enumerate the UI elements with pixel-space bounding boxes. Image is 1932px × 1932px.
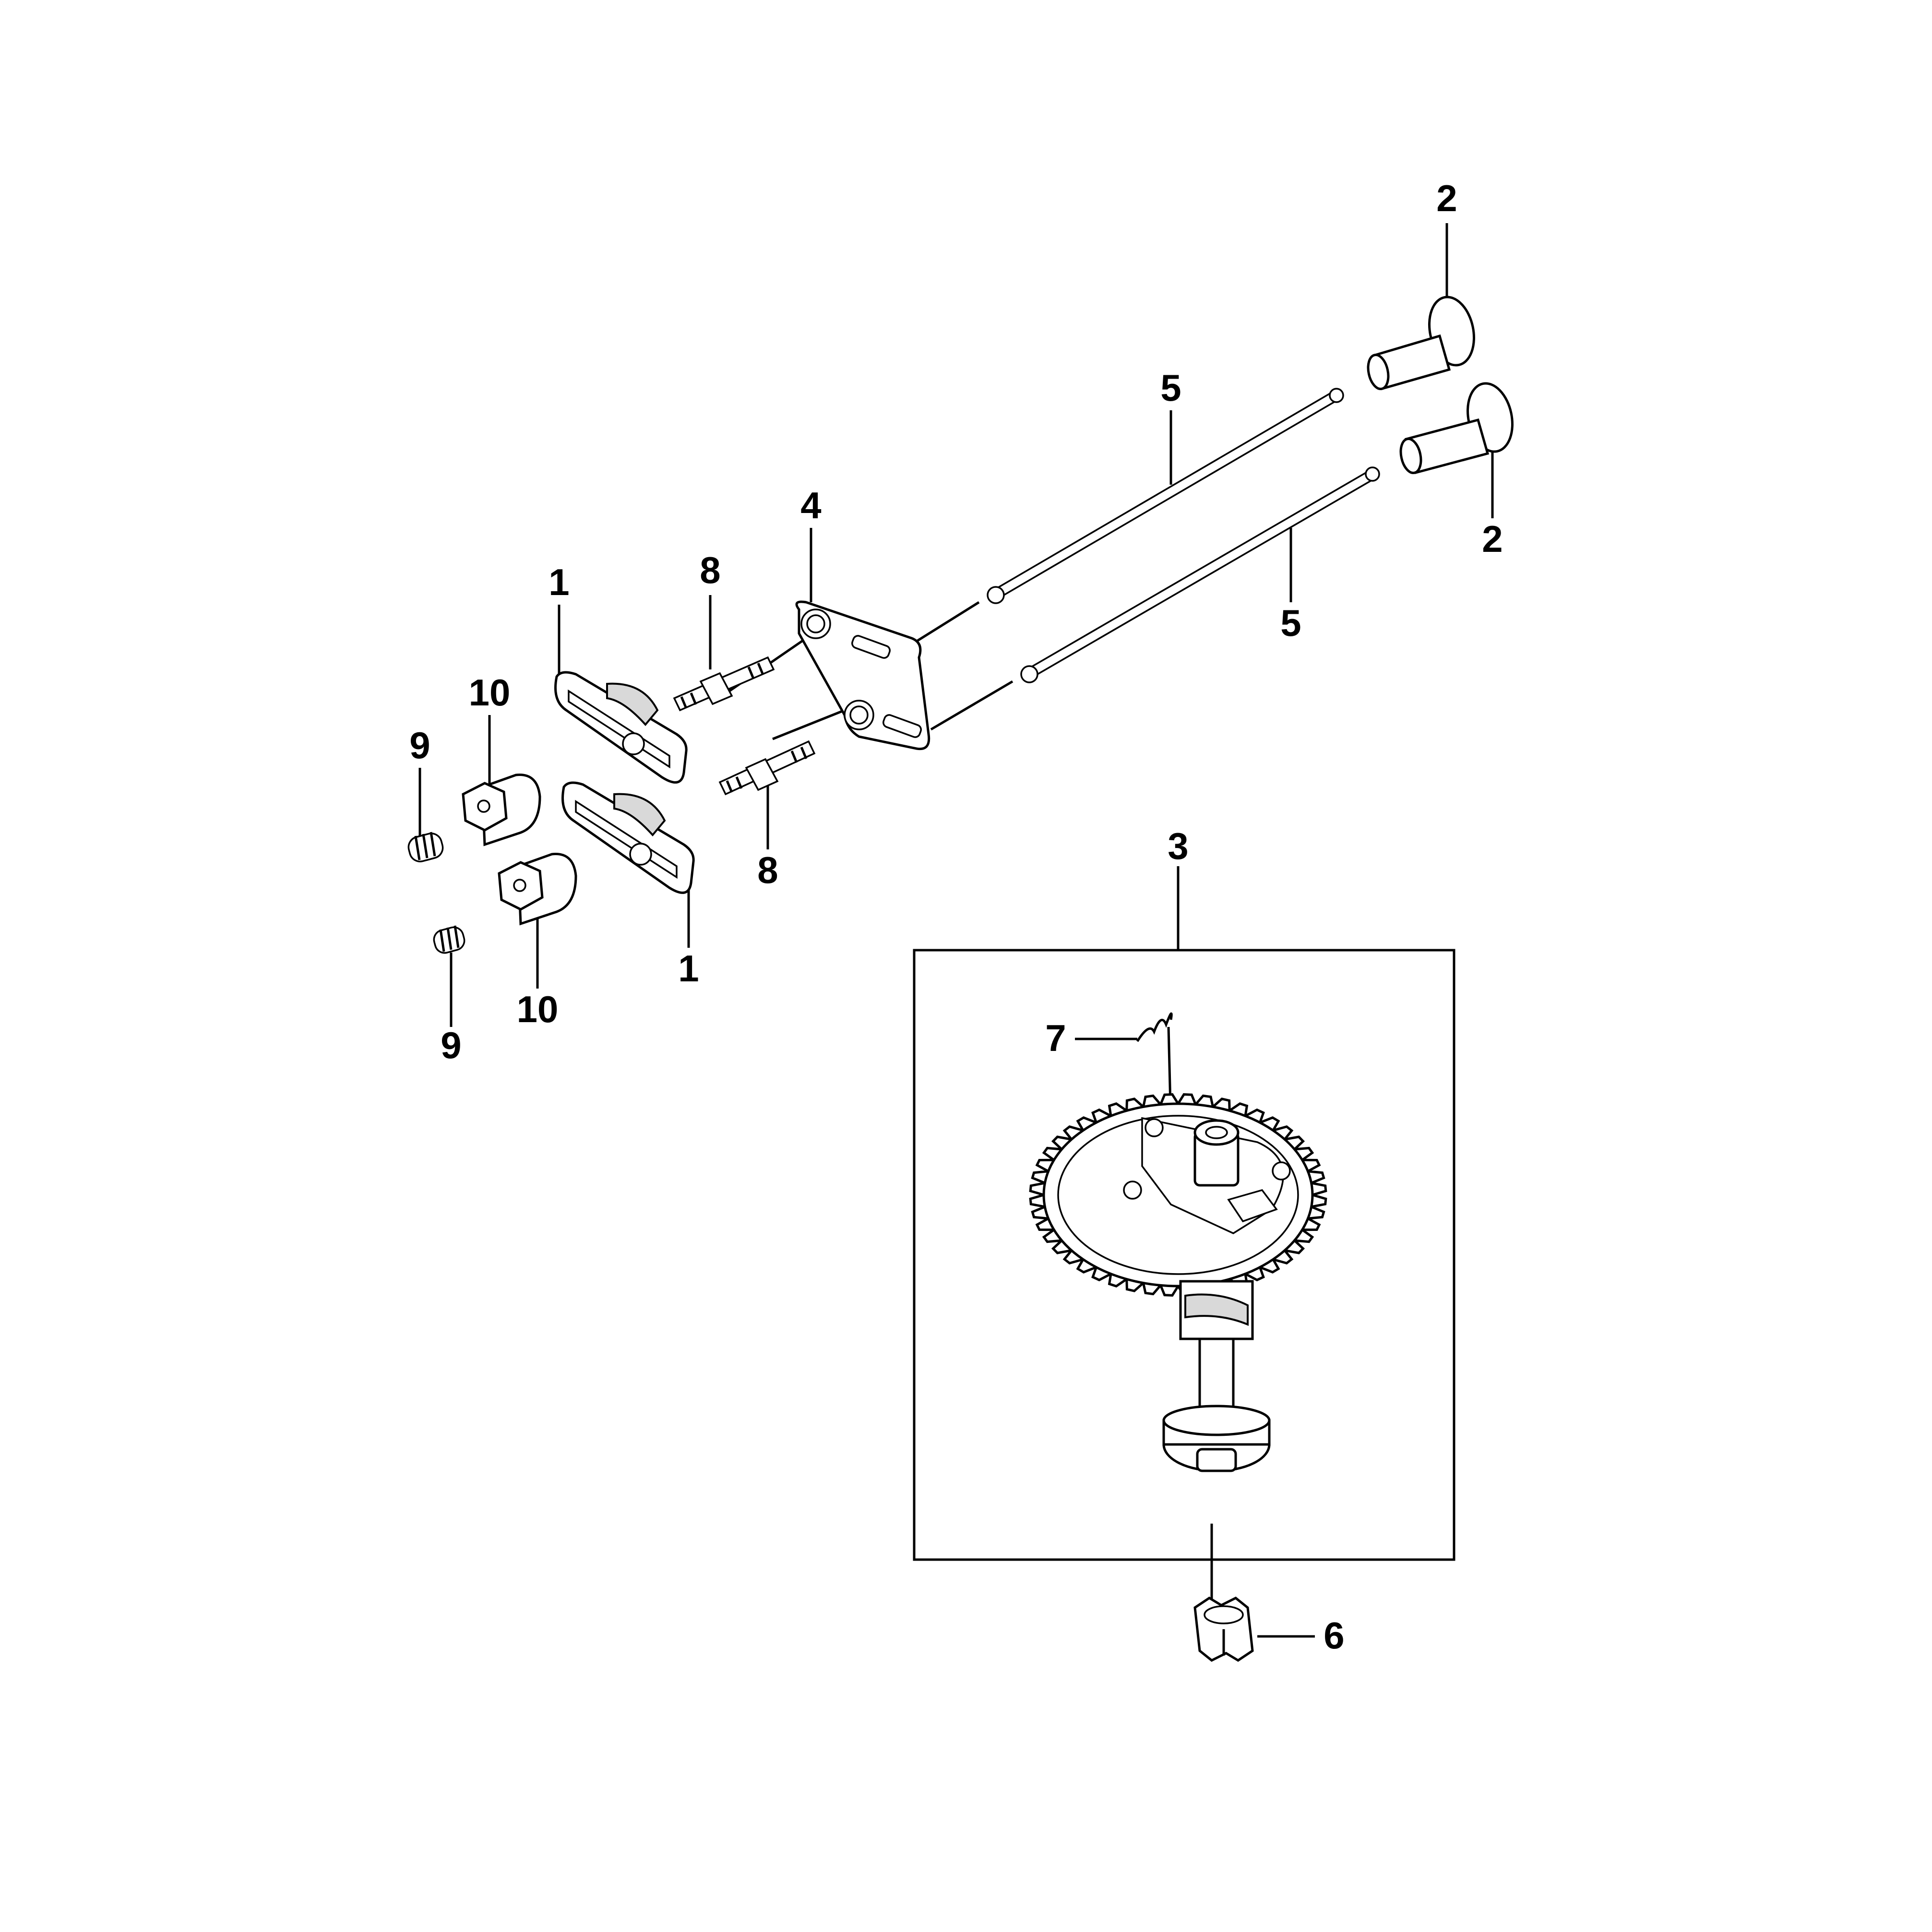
part-8-lower-stud bbox=[718, 740, 816, 796]
part-10-lower-cap-nut bbox=[498, 853, 577, 926]
part-1-lower-rocker-arm bbox=[561, 781, 695, 894]
part-2-upper-tappet bbox=[1367, 296, 1475, 391]
callout-6: 6 bbox=[1324, 1614, 1344, 1657]
callout-9-lower: 9 bbox=[441, 1024, 461, 1066]
callout-8-upper: 8 bbox=[700, 549, 720, 591]
leader-lines bbox=[418, 223, 1494, 1638]
callout-labels: 1 1 2 2 3 4 5 5 6 7 8 8 9 9 10 10 bbox=[409, 177, 1503, 1657]
part-5-upper-push-rod bbox=[987, 388, 1344, 604]
assembly-3-box bbox=[913, 949, 1455, 1561]
callout-7: 7 bbox=[1045, 1017, 1066, 1059]
part-3-camshaft-gear bbox=[1029, 1093, 1327, 1472]
part-10-upper-cap-nut bbox=[462, 774, 541, 847]
part-9-lower-set-screw bbox=[433, 925, 465, 954]
callout-8-lower: 8 bbox=[757, 849, 778, 891]
callout-2-upper: 2 bbox=[1436, 177, 1457, 219]
callout-2-lower: 2 bbox=[1482, 518, 1503, 560]
part-9-upper-set-screw bbox=[407, 832, 444, 862]
part-5-lower-push-rod bbox=[1020, 466, 1380, 683]
callout-1-lower: 1 bbox=[678, 947, 699, 990]
part-6-bushing bbox=[1193, 1597, 1254, 1662]
callout-10-upper: 10 bbox=[469, 671, 511, 714]
callout-10-lower: 10 bbox=[517, 988, 559, 1030]
callout-3: 3 bbox=[1168, 825, 1188, 867]
callout-9-upper: 9 bbox=[409, 724, 430, 766]
callout-5-upper: 5 bbox=[1160, 367, 1181, 409]
callout-4: 4 bbox=[800, 484, 821, 526]
part-4-guide-plate bbox=[795, 600, 930, 751]
part-1-upper-rocker-arm bbox=[554, 671, 688, 784]
part-2-lower-tappet bbox=[1399, 382, 1514, 475]
callout-5-lower: 5 bbox=[1280, 602, 1301, 644]
part-8-upper-stud bbox=[673, 656, 775, 712]
callout-1-upper: 1 bbox=[549, 561, 569, 603]
